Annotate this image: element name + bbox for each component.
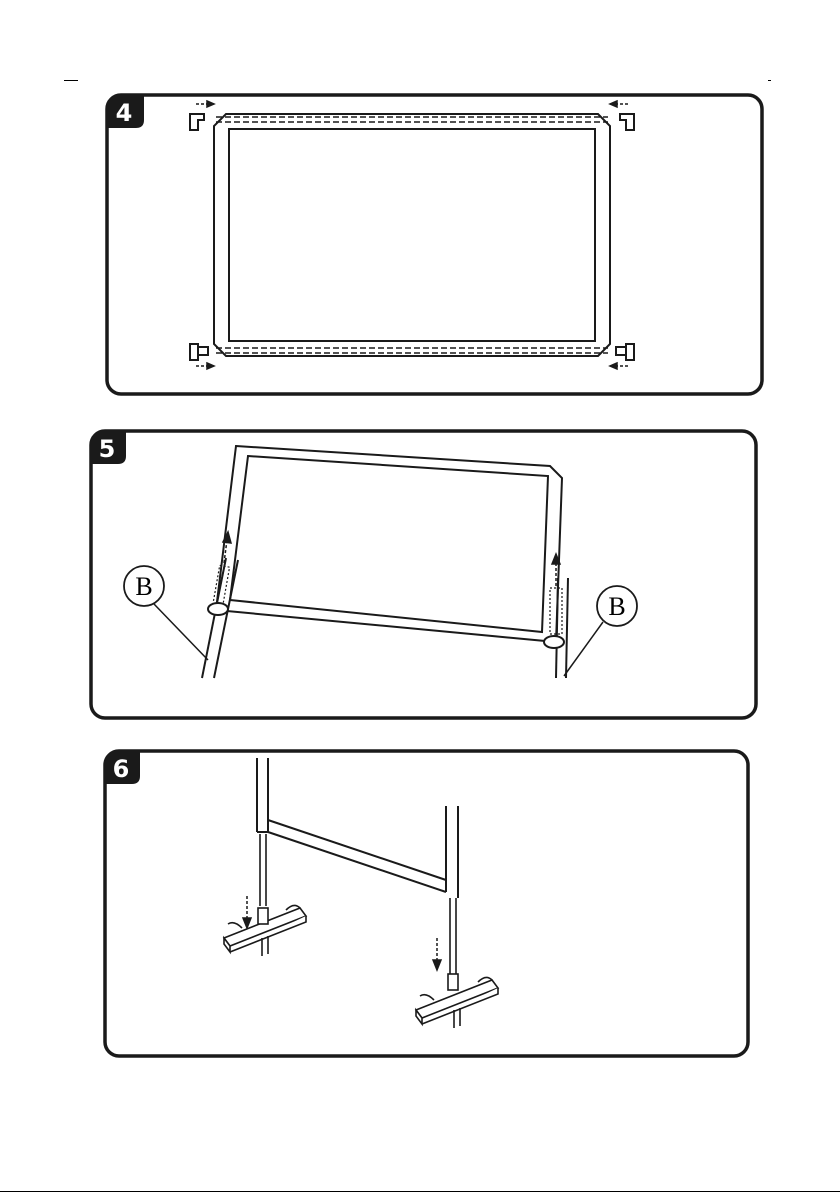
step-4-panel: 4 — [104, 92, 766, 398]
step-number: 6 — [113, 755, 130, 783]
step-number: 4 — [116, 99, 133, 127]
callout-label: B — [135, 572, 152, 601]
callout-label: B — [608, 592, 625, 621]
crop-mark-left — [64, 80, 78, 81]
step-4-illustration: 4 — [104, 92, 766, 398]
step-number: 5 — [99, 435, 116, 463]
step-6-panel: 6 — [102, 748, 752, 1060]
step-6-illustration: 6 — [102, 748, 752, 1060]
crop-mark-right — [768, 80, 771, 81]
step-5-illustration: 5 — [88, 428, 760, 724]
step-5-panel: 5 — [88, 428, 760, 724]
